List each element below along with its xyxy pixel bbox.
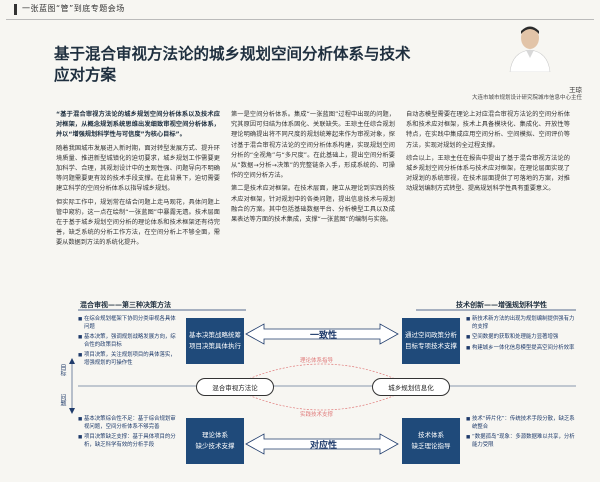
lead-paragraph: “基于混合审视方法论的城乡规划空间分析体系以及技术应对框架，从概念规划系统思维出… — [56, 111, 220, 139]
text-column-1: “基于混合审视方法论的城乡规划空间分析体系以及技术应对框架，从概念规划系统思维出… — [56, 110, 220, 252]
list-item: 技术“碎片化”：传统技术手段分散，缺乏系统整合 — [466, 416, 578, 431]
author-name: 王琼 — [569, 86, 582, 94]
author-role: 大连市城市规划设计研究院城市信息中心主任 — [471, 95, 582, 101]
left-oval: 混合审视方法论 — [196, 378, 274, 396]
header-divider — [6, 19, 594, 20]
left-top-box: 基本决策战略统筹 项目决策具体执行 — [186, 318, 244, 364]
arc-bottom-label: 实践技术支撑 — [300, 412, 334, 418]
right-bottom-box: 技术体系 缺乏理论指导 — [402, 418, 460, 464]
list-item: 项目决策，关注规划项目的具体落实，增强规划的可操作性 — [78, 352, 180, 367]
list-item: 基本决策综合性不足：基于综合规划审视问题，空间分析体系不够完善 — [78, 416, 180, 431]
paragraph: 第一是空间分析体系。集成“一张蓝图”过程中出现的问题，究其原因可归结为体系固化、… — [231, 111, 395, 180]
list-item: 新技术新方法的出现为规划编制提供强有力的支撑 — [466, 316, 578, 331]
left-bottom-box: 理论体系 缺少技术支撑 — [186, 418, 244, 464]
right-oval: 城乡规划信息化 — [372, 378, 450, 396]
axis-goal-label: 目标 — [59, 364, 66, 376]
paragraph: 但实际工作中，规划常在结合问题上走马观花，具体问题上管中窥豹，这一点在绘制“一张… — [56, 198, 220, 247]
list-item: 项目决策缺乏支撑：基于具体项目的分析，缺乏科学有效的分析手段 — [78, 434, 180, 449]
author-portrait — [509, 26, 551, 72]
article-title: 基于混合审视方法论的城乡规划空间分析体系与技术 应对方案 — [54, 44, 444, 86]
diagram-connectors — [69, 309, 576, 455]
text-column-2: 第一是空间分析体系。集成“一张蓝图”过程中出现的问题，究其原因可归结为体系固化、… — [231, 110, 395, 228]
list-item: 在综合规划框架下协同分类审视各具体问题 — [78, 316, 180, 331]
article-title-line1: 基于混合审视方法论的城乡规划空间分析体系与技术 — [54, 45, 411, 63]
axis-problem-label: 问题 — [59, 394, 66, 406]
right-top-list: 新技术新方法的出现为规划编制提供强有力的支撑 空间数据的获取和处理能力显著增强 … — [466, 316, 578, 355]
left-top-list: 在综合规划框架下协同分类审视各具体问题 基本决策，强调规划战略发展方向，综合性的… — [78, 316, 180, 371]
framework-diagram: 混合审视——第三种决策方法 在综合规划框架下协同分类审视各具体问题 基本决策，强… — [56, 298, 588, 478]
list-item: “数据孤岛”现象：多源数据难以共享，分析能力受限 — [466, 434, 578, 449]
list-item: 构建城乡一体化信息模型提高空间分析效率 — [466, 345, 578, 353]
paragraph: 随着我国城市发展进入新时期，面对转型发展方式、提升环境质量、推进新型城镇化的迫切… — [56, 144, 220, 193]
paragraph: 综合以上，王琼主任在报告中提出了基于混合审视方法论的城乡规划空间分析体系与技术应… — [406, 154, 570, 193]
consistency-label: 一致性 — [310, 331, 338, 341]
right-top-box: 通过空间政策分析 目标专项技术支撑 — [402, 318, 460, 364]
article-title-line2: 应对方案 — [54, 66, 117, 84]
paragraph: 自动态模型需要在理论上对应混合审视方法论的空间分析体系和技术应对框架，技术上具备… — [406, 111, 570, 149]
left-top-heading: 混合审视——第三种决策方法 — [80, 301, 171, 309]
header-marker — [14, 4, 17, 15]
right-top-heading: 技术创新——增强规划科学性 — [456, 301, 547, 309]
paragraph: 第二是技术应对框架。在技术层面，建立从理论到实践的技术应对框架，针对规划中的各类… — [231, 185, 395, 224]
page-header: 一张蓝图“管”到底专题会场 — [6, 0, 600, 20]
left-bottom-list: 基本决策综合性不足：基于综合规划审视问题，空间分析体系不够完善 项目决策缺乏支撑… — [78, 416, 180, 452]
list-item: 空间数据的获取和处理能力显著增强 — [466, 334, 578, 342]
arc-top-label: 理论体系指导 — [300, 358, 334, 364]
header-text: 一张蓝图“管”到底专题会场 — [22, 4, 125, 13]
relevance-label: 对应性 — [310, 441, 338, 451]
list-item: 基本决策，强调规划战略发展方向，综合性的政策目标 — [78, 334, 180, 349]
right-bottom-list: 技术“碎片化”：传统技术手段分散，缺乏系统整合 “数据孤岛”现象：多源数据难以共… — [466, 416, 578, 452]
text-column-3: 自动态模型需要在理论上对应混合审视方法论的空间分析体系和技术应对框架，技术上具备… — [406, 110, 570, 198]
